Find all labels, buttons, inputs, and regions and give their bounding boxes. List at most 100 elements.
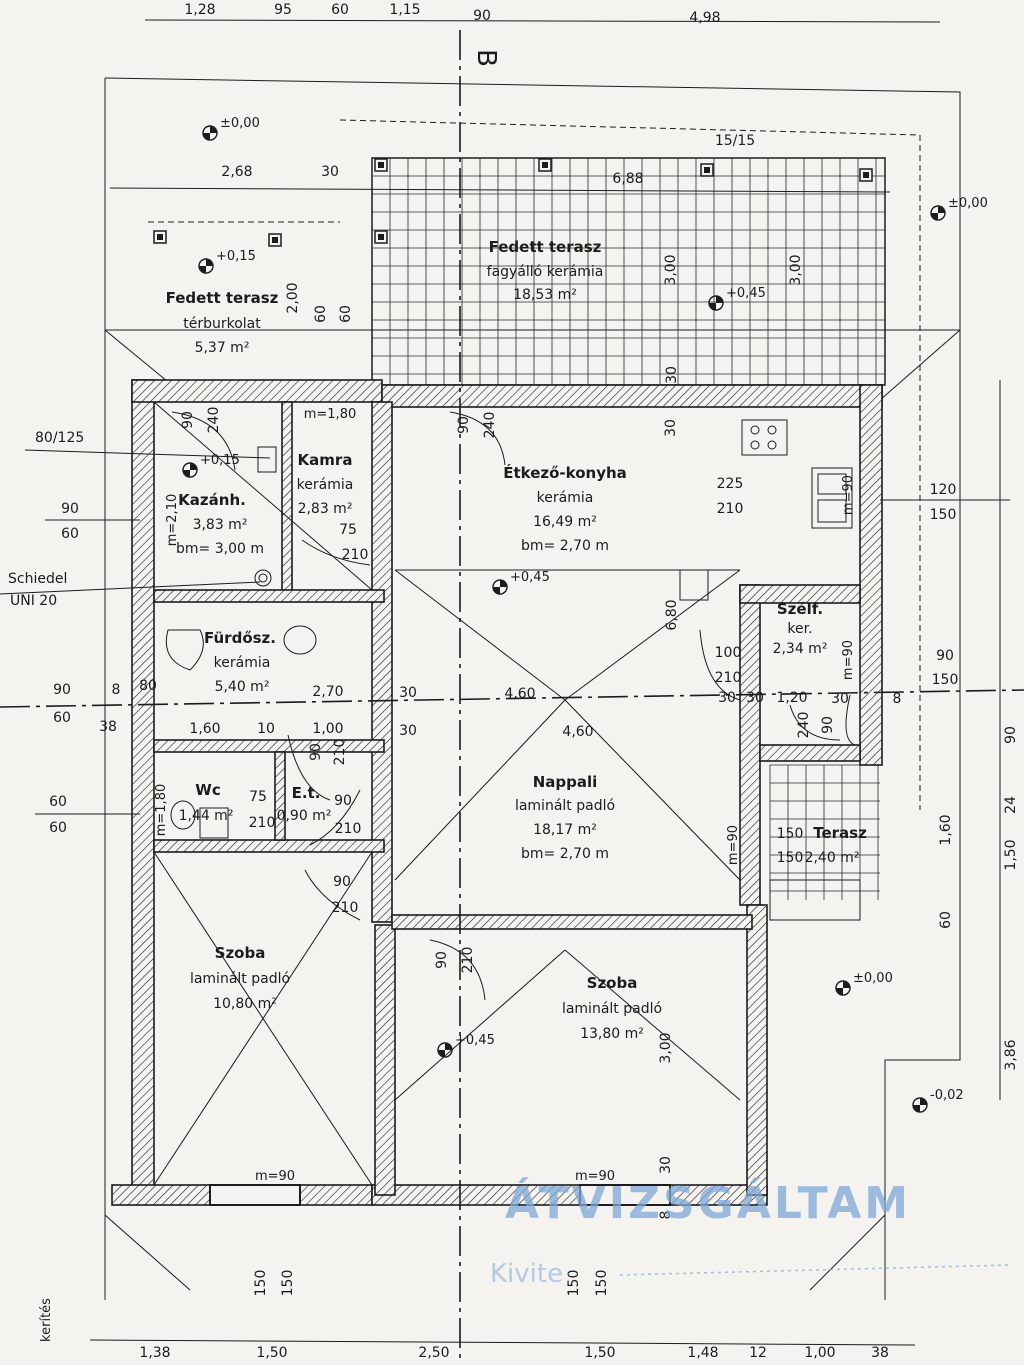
kitchen-height: bm= 2,70 m <box>521 538 609 554</box>
dim-int-wind-120: 1,20 <box>776 690 807 706</box>
outer-walls <box>111 379 883 1206</box>
dim-below-150-3: 150 <box>566 1270 582 1297</box>
dim-left-8: 8 <box>112 682 121 698</box>
dim-bottom-6: 1,00 <box>804 1345 835 1361</box>
terrace-small-name: Fedett terasz <box>166 289 279 307</box>
dim-right-v0: 90 <box>1003 726 1019 744</box>
dim-terrace-1: 30 <box>321 164 339 180</box>
level-label: +0,45 <box>726 286 766 301</box>
inner-walls <box>153 401 861 1206</box>
terrace-small-area: 5,37 m² <box>195 340 250 356</box>
dim-left-80: 80 <box>139 678 157 694</box>
terrace-small-floor: térburkolat <box>183 316 261 332</box>
column-marker-core <box>542 162 548 168</box>
room-labels: Fedett terasz fagyálló kerámia 18,53 m² … <box>154 238 867 1042</box>
stamp-sub-text: Kivite <box>490 1259 563 1289</box>
column-marker-core <box>157 234 163 240</box>
dim-below-150-1: 150 <box>253 1270 269 1297</box>
dim-int-terrace-v2: 3,00 <box>788 254 804 285</box>
storage-name: E.t. <box>292 784 321 802</box>
column-marker-core <box>378 162 384 168</box>
dim-left-2b: 60 <box>49 820 67 836</box>
pantry-name: Kamra <box>298 451 353 469</box>
dim-right-v2: 1,50 <box>1003 839 1019 870</box>
dim-int-wind-8: 8 <box>893 691 902 707</box>
level-label: ±0,00 <box>853 971 893 986</box>
dim-int-bath-210: 210 <box>332 739 348 766</box>
misc-labels: B 15/15 Schiedel UNI 20 80/125 kerítés <box>0 49 755 1342</box>
schiedel-label: Schiedel <box>8 571 67 587</box>
terrace-area: 2,40 m² <box>805 850 860 866</box>
dim-left-1b: 60 <box>53 710 71 726</box>
column-marker-core <box>378 234 384 240</box>
dim-int-wind-240: 240 <box>796 712 812 739</box>
dim-right-v3: 1,60 <box>938 814 954 845</box>
dim-top-3: 1,15 <box>389 2 420 18</box>
level-marker-fill <box>203 126 217 140</box>
level-marker-fill <box>931 206 945 220</box>
terrace-large-area: 18,53 m² <box>513 287 577 303</box>
column-size-label: 15/15 <box>715 133 755 149</box>
dim-int-pantry-210: 210 <box>342 547 369 563</box>
pantry-area: 2,83 m² <box>298 501 353 517</box>
bedroom-left-floor: laminált padló <box>190 971 290 987</box>
dim-int-bed2-90: 90 <box>434 951 450 969</box>
level-markers: ±0,00±0,00+0,15+0,45+0,15+0,45+0,45±0,00… <box>182 116 988 1113</box>
dim-left-1a: 90 <box>53 682 71 698</box>
dim-int-terrace-150b: 150 <box>777 850 804 866</box>
dim-int-door-b-240: 240 <box>482 412 498 439</box>
dim-int-kitchen-225: 225 <box>717 476 744 492</box>
dim-bottom-1: 1,50 <box>256 1345 287 1361</box>
dim-int-et-90: 90 <box>334 793 352 809</box>
bedroom-left-name: Szoba <box>215 944 266 962</box>
roof-outline <box>104 77 961 1300</box>
stamp-main-text: ÁTVIZSGÁLTAM <box>505 1176 911 1229</box>
dim-int-door-a-240: 240 <box>206 407 222 434</box>
living-area: 18,17 m² <box>533 822 597 838</box>
dim-int-bottom-8: 8 <box>658 1211 674 1220</box>
living-floor: laminált padló <box>515 798 615 814</box>
dim-terrace-2: 6,88 <box>612 171 643 187</box>
dim-right-v5: 3,86 <box>1003 1039 1019 1070</box>
pantry-floor: kerámia <box>297 477 354 493</box>
dim-left-0a: 90 <box>61 501 79 517</box>
dim-int-hall-30a: 30 <box>399 685 417 701</box>
dim-below-150-4: 150 <box>594 1270 610 1297</box>
dim-terrace-0: 2,68 <box>221 164 252 180</box>
column-marker-core <box>272 237 278 243</box>
dim-int-hall-460b: 4,60 <box>562 724 593 740</box>
dim-int-hall-100: 1,00 <box>312 721 343 737</box>
dim-int-wind-m90: m=90 <box>841 640 856 680</box>
dim-int-hall-460a: 4,60 <box>504 686 535 702</box>
column-markers <box>153 158 873 247</box>
dim-int-bed2-210: 210 <box>460 947 476 974</box>
kitchen-name: Étkező-konyha <box>503 463 627 482</box>
boiler-name: Kazánh. <box>178 491 246 509</box>
level-label: +0,45 <box>455 1033 495 1048</box>
dim-int-hall-30c: 30 <box>399 723 417 739</box>
uni-label: UNI 20 <box>10 593 57 609</box>
terrace-name: Terasz <box>813 824 867 842</box>
dim-bottom-5: 12 <box>749 1345 767 1361</box>
dim-bottom-3: 1,50 <box>584 1345 615 1361</box>
dim-int-bed-m90-left: m=90 <box>255 1169 295 1184</box>
dim-right-v4: 60 <box>938 911 954 929</box>
dim-left-0b: 60 <box>61 526 79 542</box>
fence-label: kerítés <box>39 1298 54 1342</box>
dim-int-wc-210: 210 <box>249 815 276 831</box>
level-marker-fill <box>183 463 197 477</box>
bathroom-floor: kerámia <box>214 655 271 671</box>
ridge-lines <box>153 401 741 1186</box>
dim-right-v1: 24 <box>1003 796 1019 814</box>
dim-int-hall-160: 1,60 <box>189 721 220 737</box>
dim-int-terrace-v1: 3,00 <box>663 254 679 285</box>
bedroom-right-name: Szoba <box>587 974 638 992</box>
dim-left-2a: 60 <box>49 794 67 810</box>
boiler-height: bm= 3,00 m <box>176 541 264 557</box>
dim-int-bed-90: 90 <box>333 874 351 890</box>
top-dimension-row: 1,28 95 60 1,15 90 4,98 <box>144 2 941 26</box>
dim-int-terrace-150a: 150 <box>777 826 804 842</box>
dim-int-bath-90: 90 <box>308 743 324 761</box>
level-marker-fill <box>199 259 213 273</box>
